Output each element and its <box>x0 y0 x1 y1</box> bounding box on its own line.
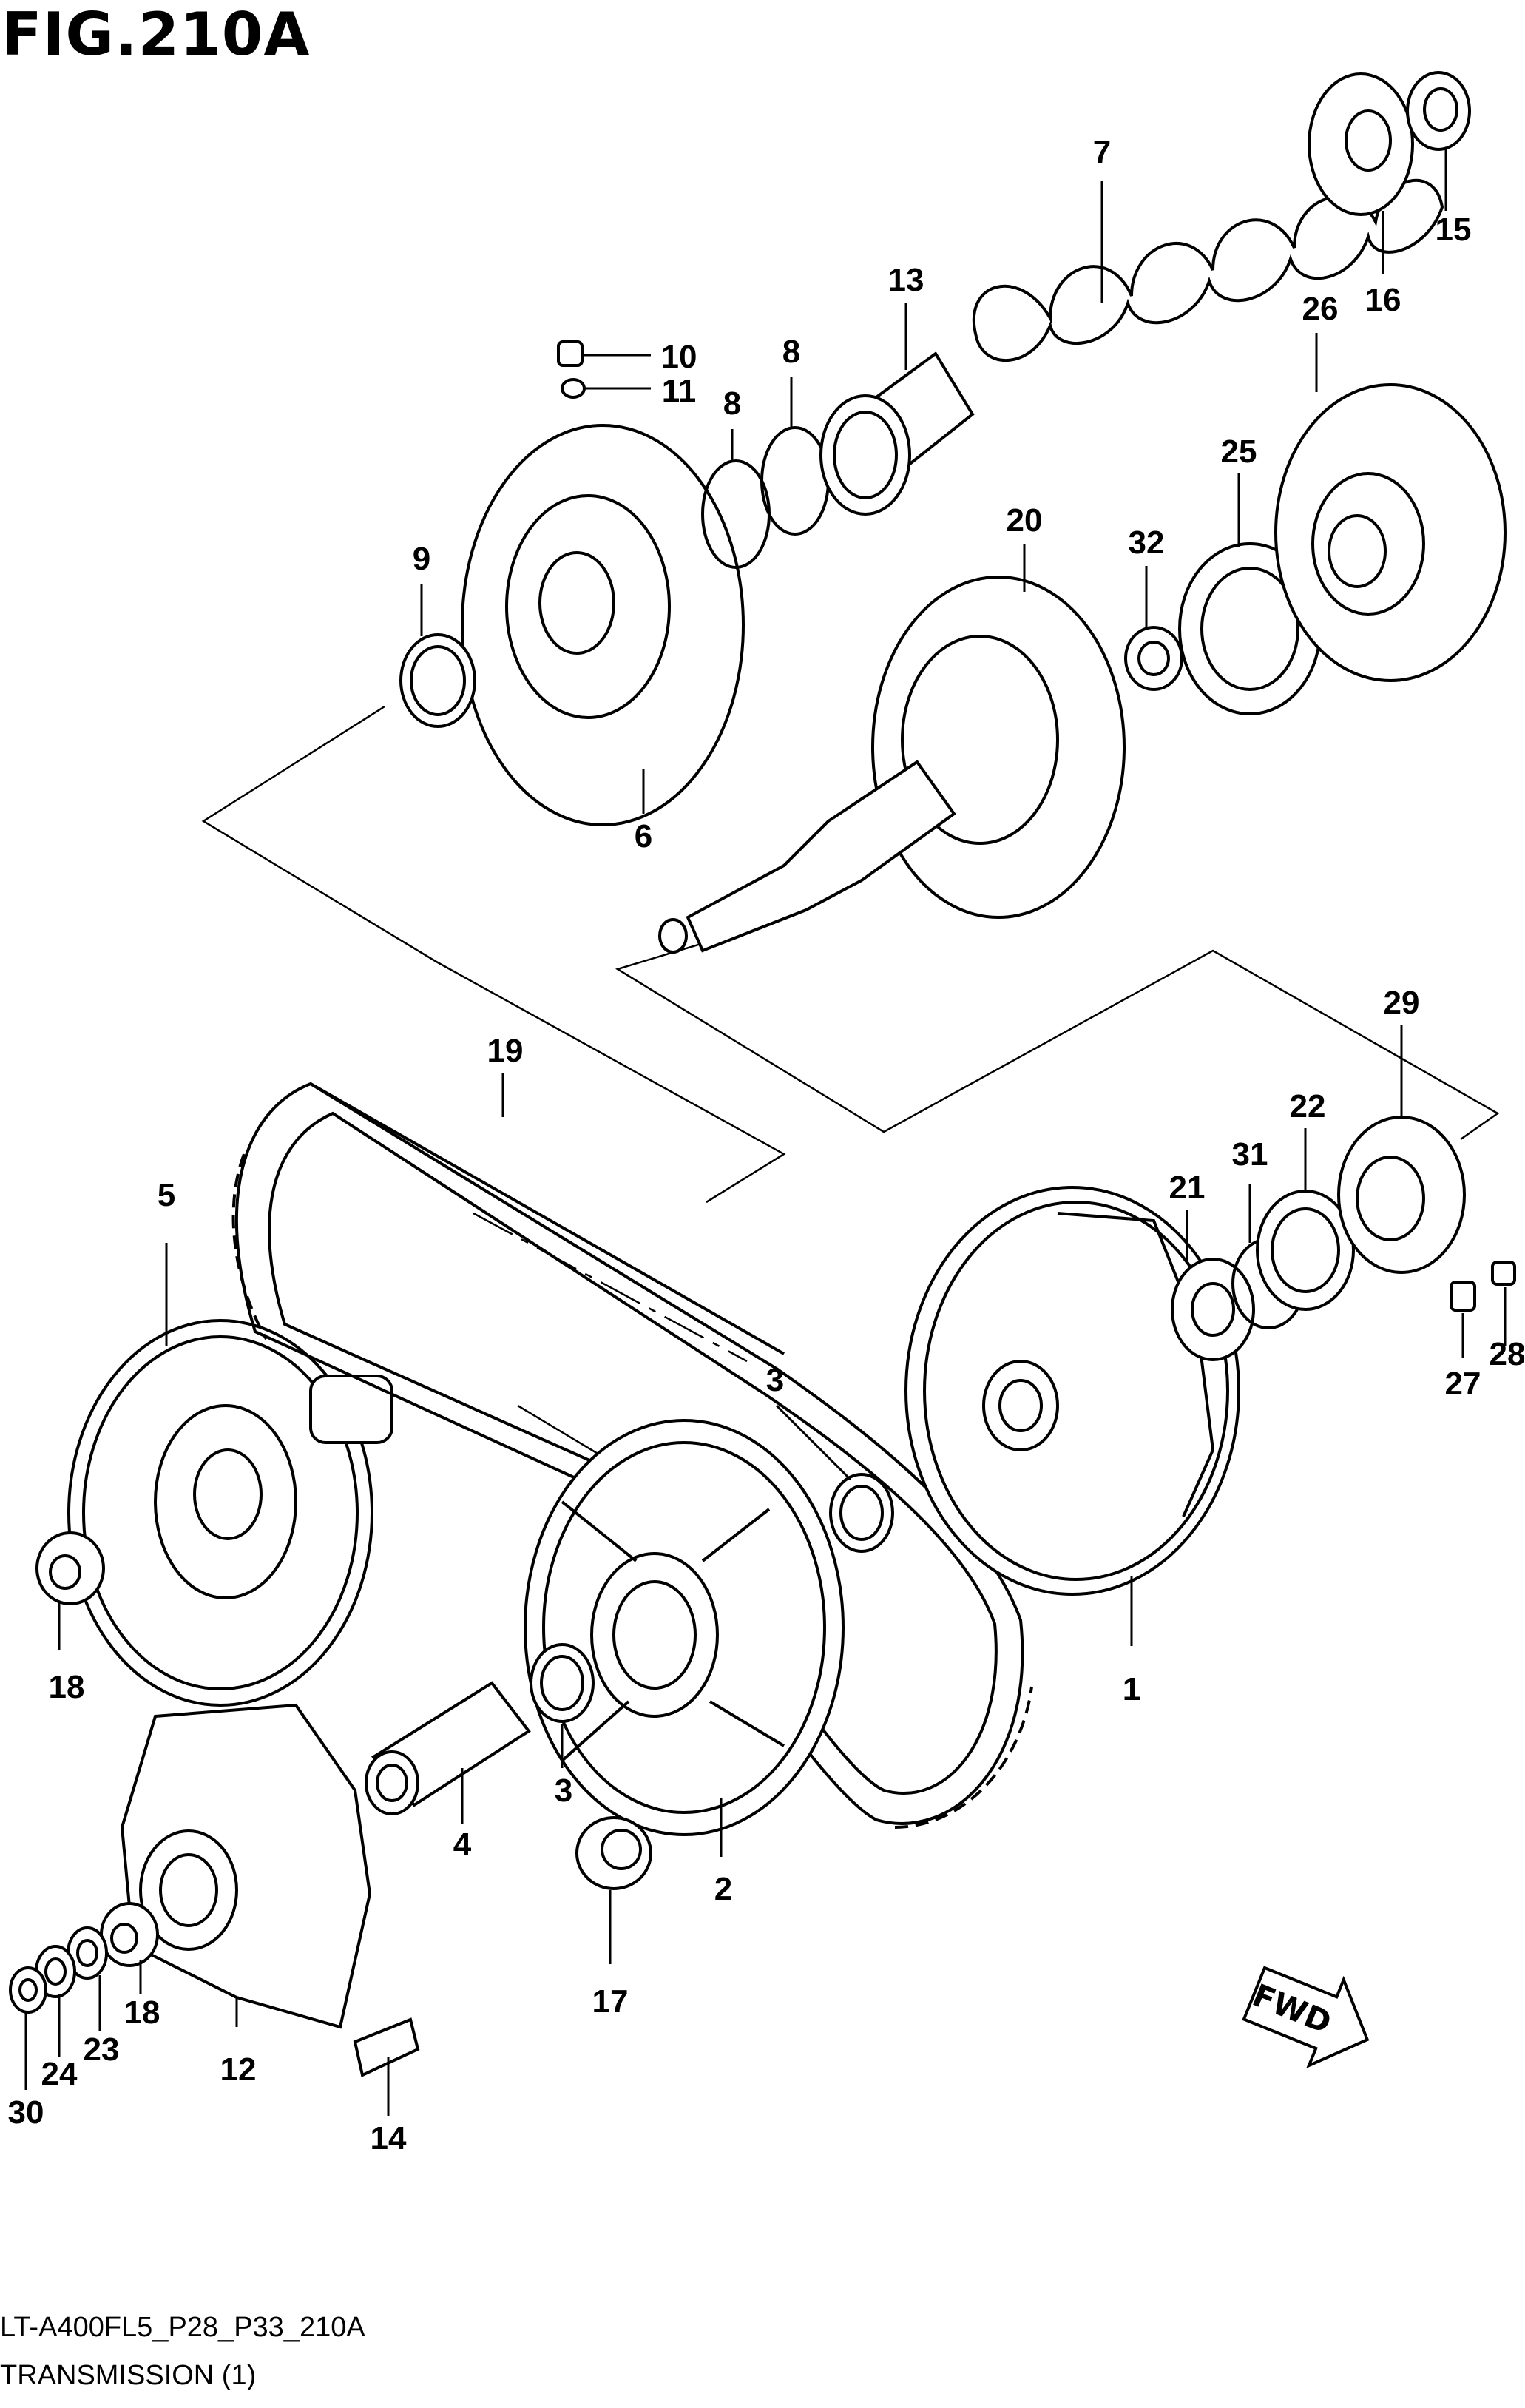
callout-18b: 18 <box>124 1994 160 2031</box>
callout-22: 22 <box>1290 1088 1326 1124</box>
callout-29: 29 <box>1384 985 1420 1021</box>
callout-15: 15 <box>1436 212 1472 248</box>
callout-17: 17 <box>592 1983 629 2020</box>
callout-23: 23 <box>84 2031 120 2068</box>
part-18-nut-left <box>35 1531 105 1605</box>
callout-3b: 3 <box>555 1773 572 1809</box>
callout-32: 32 <box>1129 525 1165 561</box>
callout-21: 21 <box>1169 1170 1206 1206</box>
callout-11: 11 <box>662 373 697 409</box>
part-8-o-ring-b <box>760 426 830 536</box>
callout-labels: 1 2 3 3 4 5 6 7 8 8 9 10 11 12 13 14 15 … <box>8 134 1525 2156</box>
callout-18a: 18 <box>49 1669 85 1705</box>
footer-section-name: TRANSMISSION (1) <box>0 2360 257 2391</box>
part-3-roller-right <box>829 1473 894 1553</box>
callout-30: 30 <box>8 2094 44 2131</box>
part-22-oil-seal <box>1256 1190 1355 1311</box>
footer-model-code: LT-A400FL5_P28_P33_210A <box>0 2312 365 2343</box>
callout-27: 27 <box>1445 1366 1481 1402</box>
callout-3a: 3 <box>766 1362 784 1398</box>
part-21-bearing <box>1171 1258 1255 1361</box>
callout-5: 5 <box>158 1177 175 1213</box>
part-4-sleeve <box>365 1681 531 1815</box>
callout-20: 20 <box>1007 502 1043 539</box>
part-6-clutch-housing <box>461 424 745 826</box>
figure-title: FIG.210A <box>1 0 311 69</box>
callout-leaders <box>24 148 1507 2116</box>
callout-28: 28 <box>1490 1336 1525 1372</box>
part-3-roller-left <box>530 1643 595 1723</box>
assembly-guide-lines <box>201 705 1500 1463</box>
callout-8a: 8 <box>723 385 741 422</box>
part-32-nut <box>1124 626 1183 691</box>
callout-4: 4 <box>453 1827 472 1863</box>
callout-10: 10 <box>661 339 697 375</box>
part-28-bolt <box>1491 1261 1516 1286</box>
callout-25: 25 <box>1221 434 1257 470</box>
callout-19: 19 <box>487 1033 524 1069</box>
callout-7: 7 <box>1093 134 1111 170</box>
part-27-clip <box>1450 1281 1476 1312</box>
callout-31: 31 <box>1232 1136 1268 1173</box>
callout-8b: 8 <box>782 334 800 370</box>
part-11-washer <box>561 378 586 399</box>
part-20-clutch-housing-shaft <box>658 576 1126 954</box>
part-7-spring <box>972 178 1444 362</box>
part-12-ramp-plate <box>120 1703 372 2029</box>
callout-9: 9 <box>413 541 430 577</box>
callout-6: 6 <box>635 818 652 854</box>
part-29-bearing <box>1337 1116 1466 1274</box>
callout-13: 13 <box>888 262 924 298</box>
part-14-slide-piece <box>353 2017 420 2077</box>
callout-2: 2 <box>714 1871 732 1907</box>
callout-24: 24 <box>41 2056 78 2092</box>
part-10-bolt <box>557 340 584 367</box>
part-13-spacer <box>819 351 975 516</box>
part-17-bearing <box>575 1816 652 1890</box>
fwd-arrow-badge: FWD <box>1242 1966 1370 2068</box>
part-26-clutch-carrier <box>1274 383 1507 682</box>
part-30-nut <box>9 1966 47 2014</box>
part-5-fixed-drive-face <box>67 1319 393 1707</box>
part-2-movable-drive-face <box>524 1419 845 1836</box>
callout-1: 1 <box>1123 1671 1140 1707</box>
part-1-driven-pulley <box>904 1186 1240 1596</box>
callout-14: 14 <box>371 2120 407 2156</box>
part-16-plate <box>1308 72 1414 216</box>
part-9-oil-seal <box>399 633 476 728</box>
part-18-nut-lower <box>100 1902 159 1967</box>
callout-16: 16 <box>1365 282 1401 318</box>
part-15-nut <box>1406 71 1471 151</box>
callout-12: 12 <box>220 2051 257 2088</box>
callout-26: 26 <box>1302 291 1339 327</box>
